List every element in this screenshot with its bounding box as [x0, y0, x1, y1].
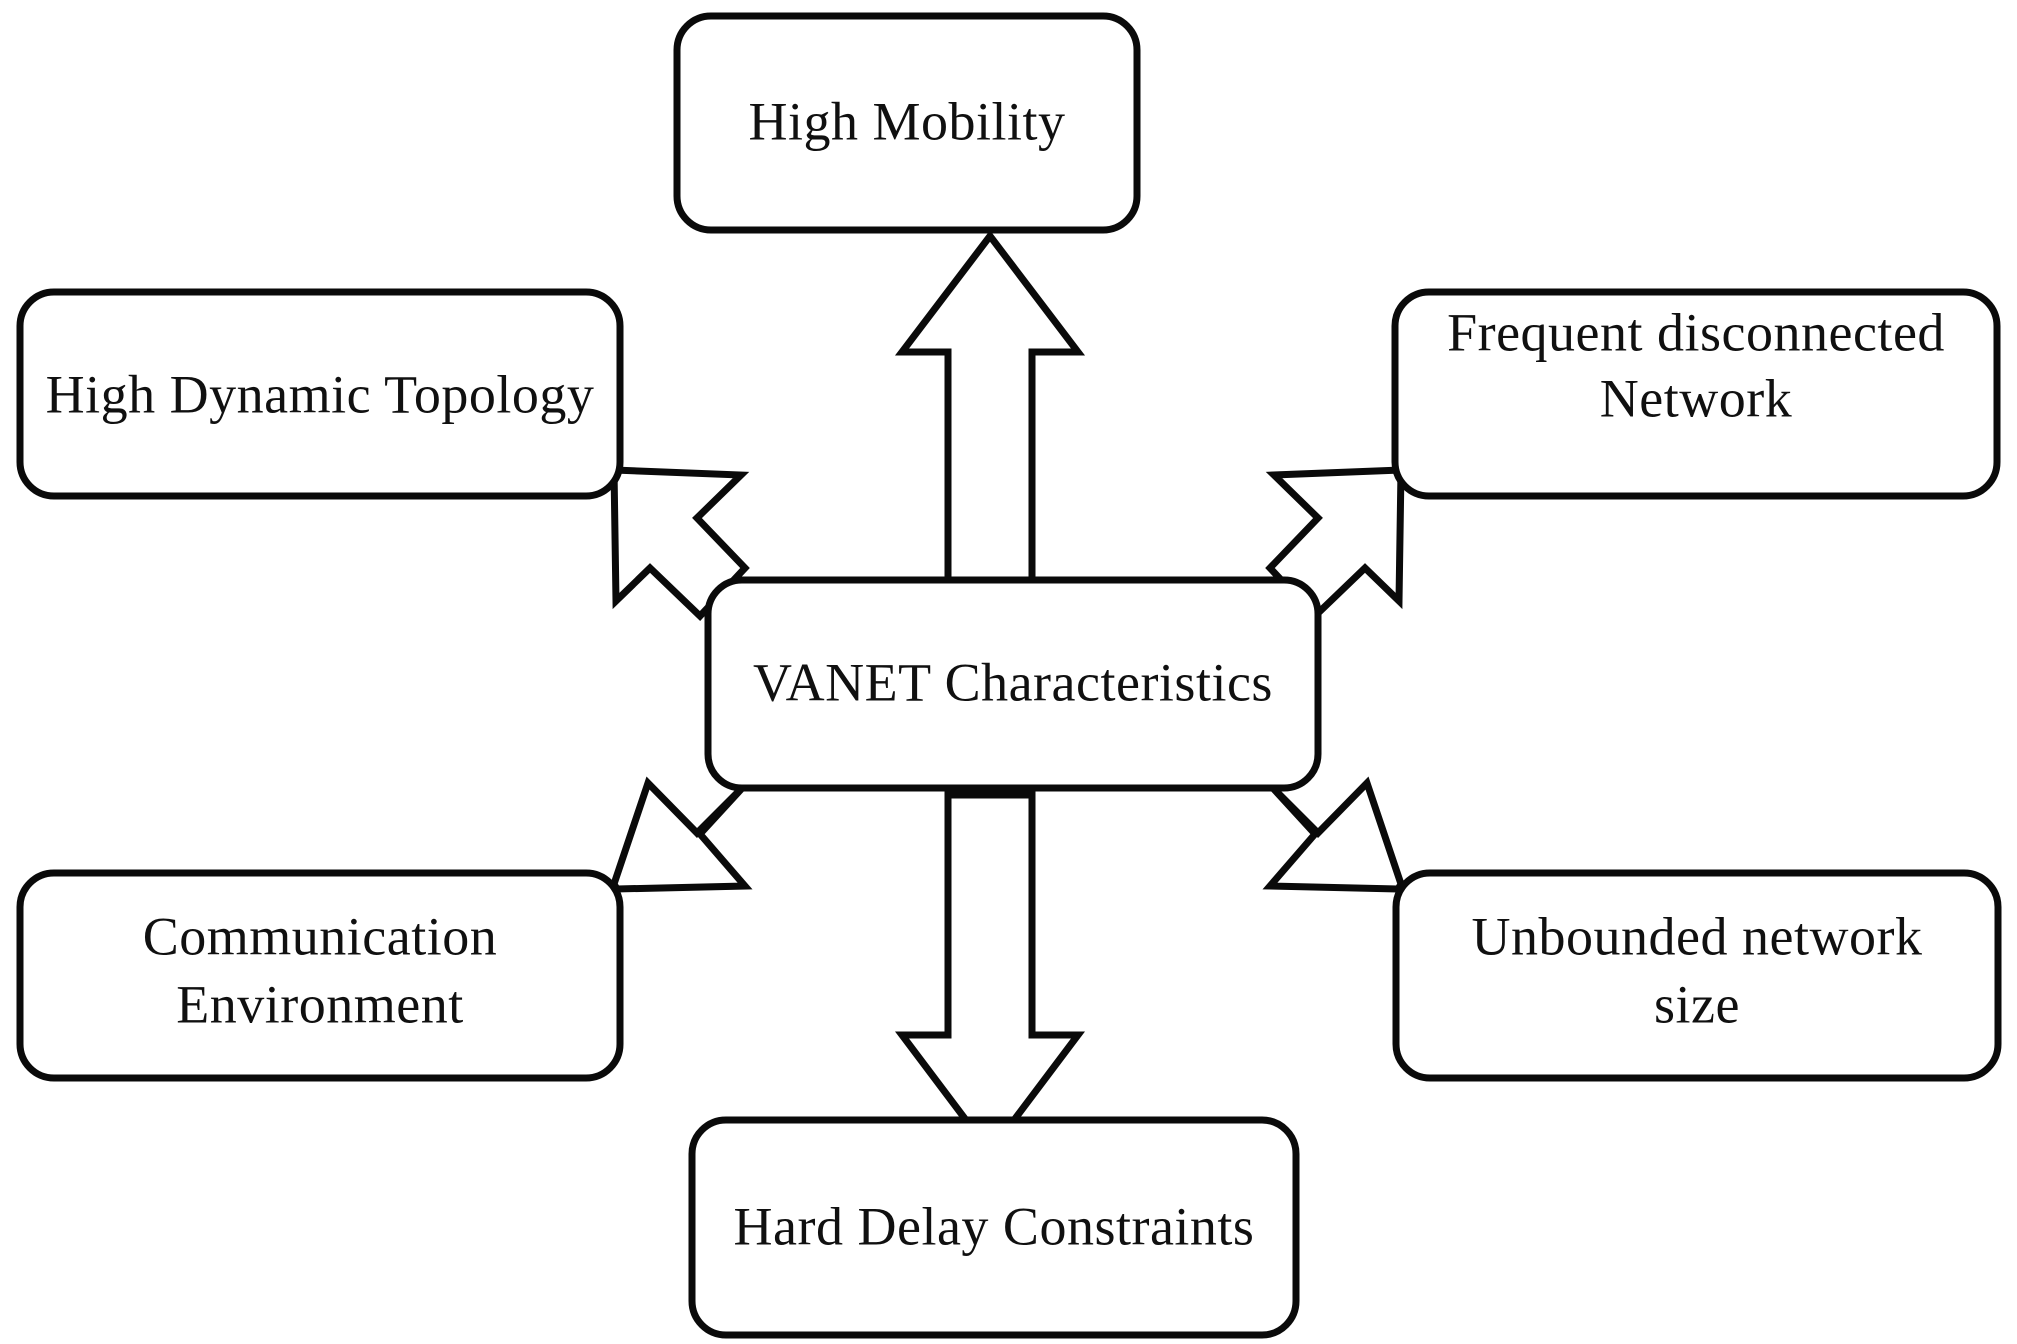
node-unbounded-network-size-label-line2: size — [1654, 974, 1740, 1034]
node-high-dynamic-topology-box[interactable] — [16, 288, 624, 500]
arrow-down — [894, 791, 1086, 1158]
node-communication-environment-label-line2: Environment — [176, 974, 463, 1034]
arrow-down-right — [1262, 776, 1405, 893]
node-unbounded-network-size[interactable]: Unbounded network size — [1392, 869, 2002, 1082]
node-frequent-disconnected-network-label-line1: Frequent disconnected — [1447, 302, 1945, 362]
node-unbounded-network-size-box[interactable] — [1392, 869, 2002, 1082]
node-communication-environment[interactable]: Communication Environment — [16, 869, 624, 1082]
node-center-box[interactable] — [704, 576, 1322, 792]
node-high-mobility-box[interactable] — [673, 12, 1141, 234]
node-frequent-disconnected-network-label-line2: Network — [1600, 368, 1792, 428]
node-center-vanet-characteristics[interactable]: VANET Characteristics — [704, 576, 1322, 792]
node-center-label: VANET Characteristics — [753, 652, 1273, 712]
node-unbounded-network-size-label-line1: Unbounded network — [1472, 906, 1923, 966]
node-hard-delay-constraints-box[interactable] — [688, 1116, 1300, 1339]
node-high-mobility-label: High Mobility — [748, 91, 1065, 151]
arrow-down-left — [610, 776, 753, 893]
node-frequent-disconnected-network[interactable]: Frequent disconnected Network — [1391, 288, 2001, 500]
node-high-dynamic-topology-label: High Dynamic Topology — [46, 364, 595, 424]
node-hard-delay-constraints-label: Hard Delay Constraints — [734, 1196, 1255, 1256]
node-communication-environment-box[interactable] — [16, 869, 624, 1082]
node-high-dynamic-topology[interactable]: High Dynamic Topology — [16, 288, 624, 500]
node-hard-delay-constraints[interactable]: Hard Delay Constraints — [688, 1116, 1300, 1339]
node-communication-environment-label-line1: Communication — [143, 906, 497, 966]
node-frequent-disconnected-network-box[interactable] — [1391, 288, 2001, 500]
arrow-up — [894, 230, 1086, 589]
node-high-mobility[interactable]: High Mobility — [673, 12, 1141, 234]
